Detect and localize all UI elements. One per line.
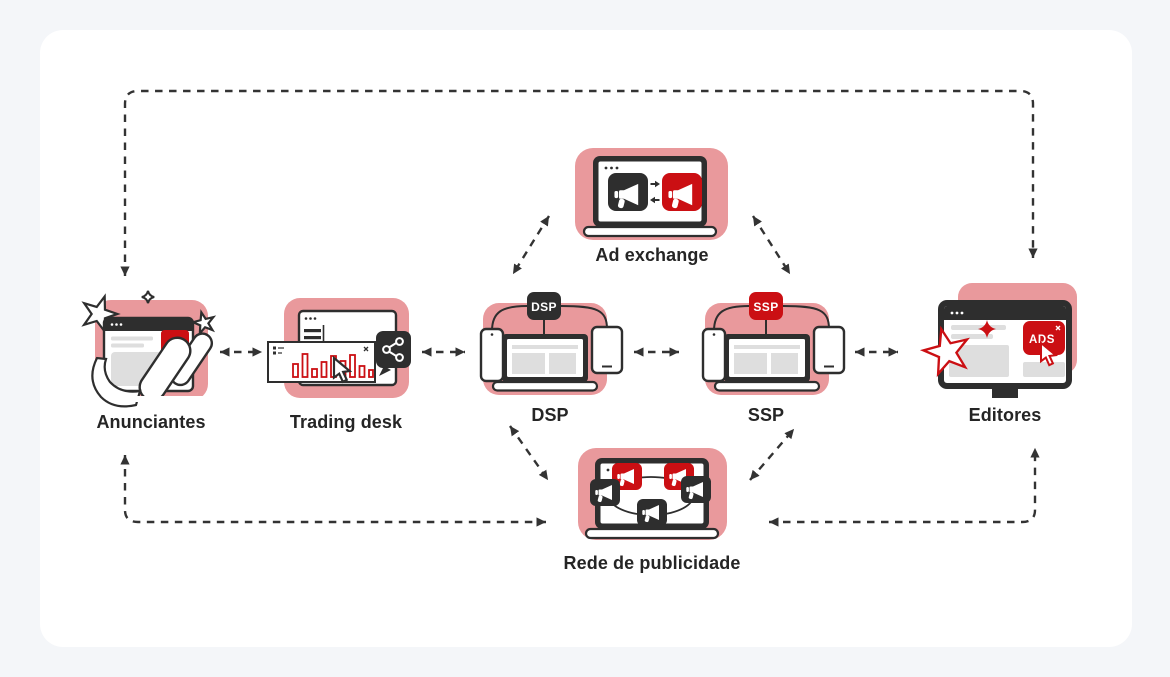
tablet-icon <box>812 325 846 375</box>
arrow-ssp-adnetwork <box>749 428 795 481</box>
bar-chart-popup-icon <box>267 341 376 383</box>
tablet-icon <box>590 325 624 375</box>
advertisers-node <box>76 289 218 408</box>
laptop-icon <box>582 154 718 238</box>
connector-arrows <box>120 89 1040 527</box>
hand-browser-icon <box>91 316 214 408</box>
arrow-advertisers-publishers-top <box>120 89 1038 277</box>
arrow-adnetwork-publishers-bottom <box>768 447 1040 527</box>
trading-desk-node <box>267 298 411 398</box>
phone-icon <box>701 327 727 383</box>
megaphone-badge-dark-icon <box>637 499 667 526</box>
monitor-icon: ADS <box>938 300 1072 398</box>
dsp-label: DSP <box>531 405 569 425</box>
ad-exchange-node <box>575 148 728 240</box>
ssp-badge: SSP <box>749 292 783 320</box>
dsp-node: DSP <box>479 292 624 395</box>
ads-badge: ADS <box>1023 321 1065 355</box>
arrow-adexchange-dsp <box>511 215 551 275</box>
megaphone-badge-dark-icon <box>608 173 648 211</box>
arrow-advertisers-adnetwork-bottom <box>120 454 547 527</box>
svg-text:DSP: DSP <box>531 300 557 314</box>
megaphone-badge-red-icon <box>662 173 702 211</box>
publishers-node: ADS <box>918 283 1077 398</box>
megaphone-badge-dark-icon <box>590 479 620 506</box>
arrow-adexchange-ssp <box>751 215 792 275</box>
ad-network-label: Rede de publicidade <box>563 553 741 573</box>
svg-text:ADS: ADS <box>1029 334 1055 346</box>
share-bubble-icon <box>376 331 411 376</box>
dsp-badge: DSP <box>527 292 561 320</box>
laptop-icon <box>491 332 599 392</box>
exchange-arrows-icon <box>650 180 660 204</box>
svg-text:SSP: SSP <box>753 300 778 314</box>
phone-icon <box>479 327 505 383</box>
laptop-icon <box>713 332 821 392</box>
advertisers-label: Anunciantes <box>96 412 206 432</box>
ssp-node: SSP <box>701 292 846 395</box>
laptop-icon <box>584 456 720 540</box>
arrow-dsp-adnetwork <box>509 425 549 481</box>
megaphone-badge-dark-icon <box>681 476 711 503</box>
ad-exchange-label: Ad exchange <box>595 245 709 265</box>
ad-network-node <box>578 448 727 540</box>
publishers-label: Editores <box>968 405 1042 425</box>
trading-desk-label: Trading desk <box>289 412 403 432</box>
ssp-label: SSP <box>747 405 785 425</box>
